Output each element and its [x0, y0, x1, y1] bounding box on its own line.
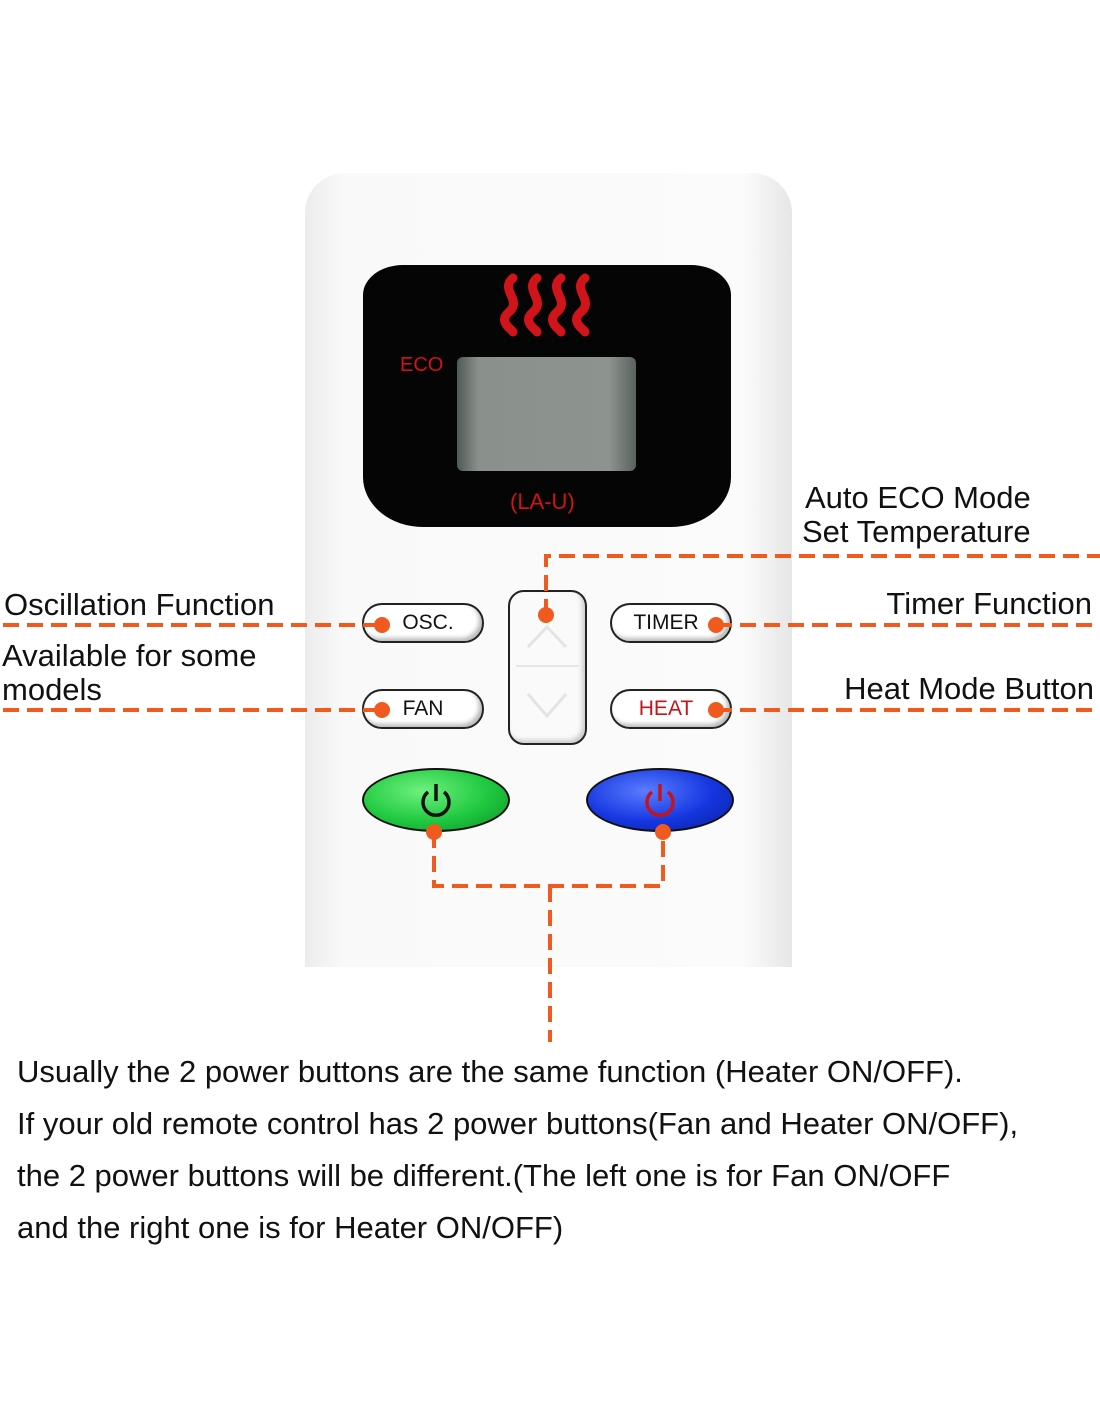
lcd-screen: [457, 357, 636, 471]
fan-power-button[interactable]: [362, 768, 510, 832]
temperature-callout-line2: Set Temperature: [802, 514, 1031, 549]
heat-button[interactable]: HEAT: [610, 689, 732, 729]
description-line: and the right one is for Heater ON/OFF): [17, 1210, 564, 1245]
chevron-down-icon[interactable]: [526, 693, 568, 719]
fan-callout-label: Available for some models: [2, 639, 256, 707]
temperature-rocker[interactable]: [508, 590, 587, 745]
description-line: If your old remote control has 2 power b…: [17, 1106, 1019, 1141]
osc-button-label: OSC.: [402, 611, 454, 634]
heat-callout-label: Heat Mode Button: [844, 671, 1094, 706]
power-buttons-description: Usually the 2 power buttons are the same…: [17, 1046, 1018, 1254]
heater-power-button[interactable]: [586, 768, 734, 832]
power-icon: [645, 784, 675, 817]
description-line: Usually the 2 power buttons are the same…: [17, 1054, 963, 1089]
timer-callout-label: Timer Function: [886, 586, 1092, 621]
heat-button-label: HEAT: [638, 697, 694, 720]
fan-callout-line2: models: [2, 672, 102, 707]
eco-indicator: ECO: [400, 354, 444, 376]
model-label: (LA-U): [510, 489, 575, 514]
heat-waves-icon: [500, 273, 590, 337]
timer-button-label: TIMER: [633, 611, 699, 634]
temperature-callout-label: Auto ECO Mode Set Temperature: [802, 480, 1031, 549]
temperature-callout-line1: Auto ECO Mode: [805, 480, 1031, 515]
chevron-up-icon[interactable]: [526, 624, 568, 649]
power-icon: [421, 784, 451, 817]
description-line: the 2 power buttons will be different.(T…: [17, 1158, 951, 1193]
fan-callout-line1: Available for some: [2, 638, 257, 673]
timer-button[interactable]: TIMER: [610, 603, 732, 643]
osc-button[interactable]: OSC.: [362, 603, 484, 643]
fan-button-label: FAN: [402, 697, 444, 720]
fan-button[interactable]: FAN: [362, 689, 484, 729]
oscillation-callout-label: Oscillation Function: [4, 587, 275, 622]
